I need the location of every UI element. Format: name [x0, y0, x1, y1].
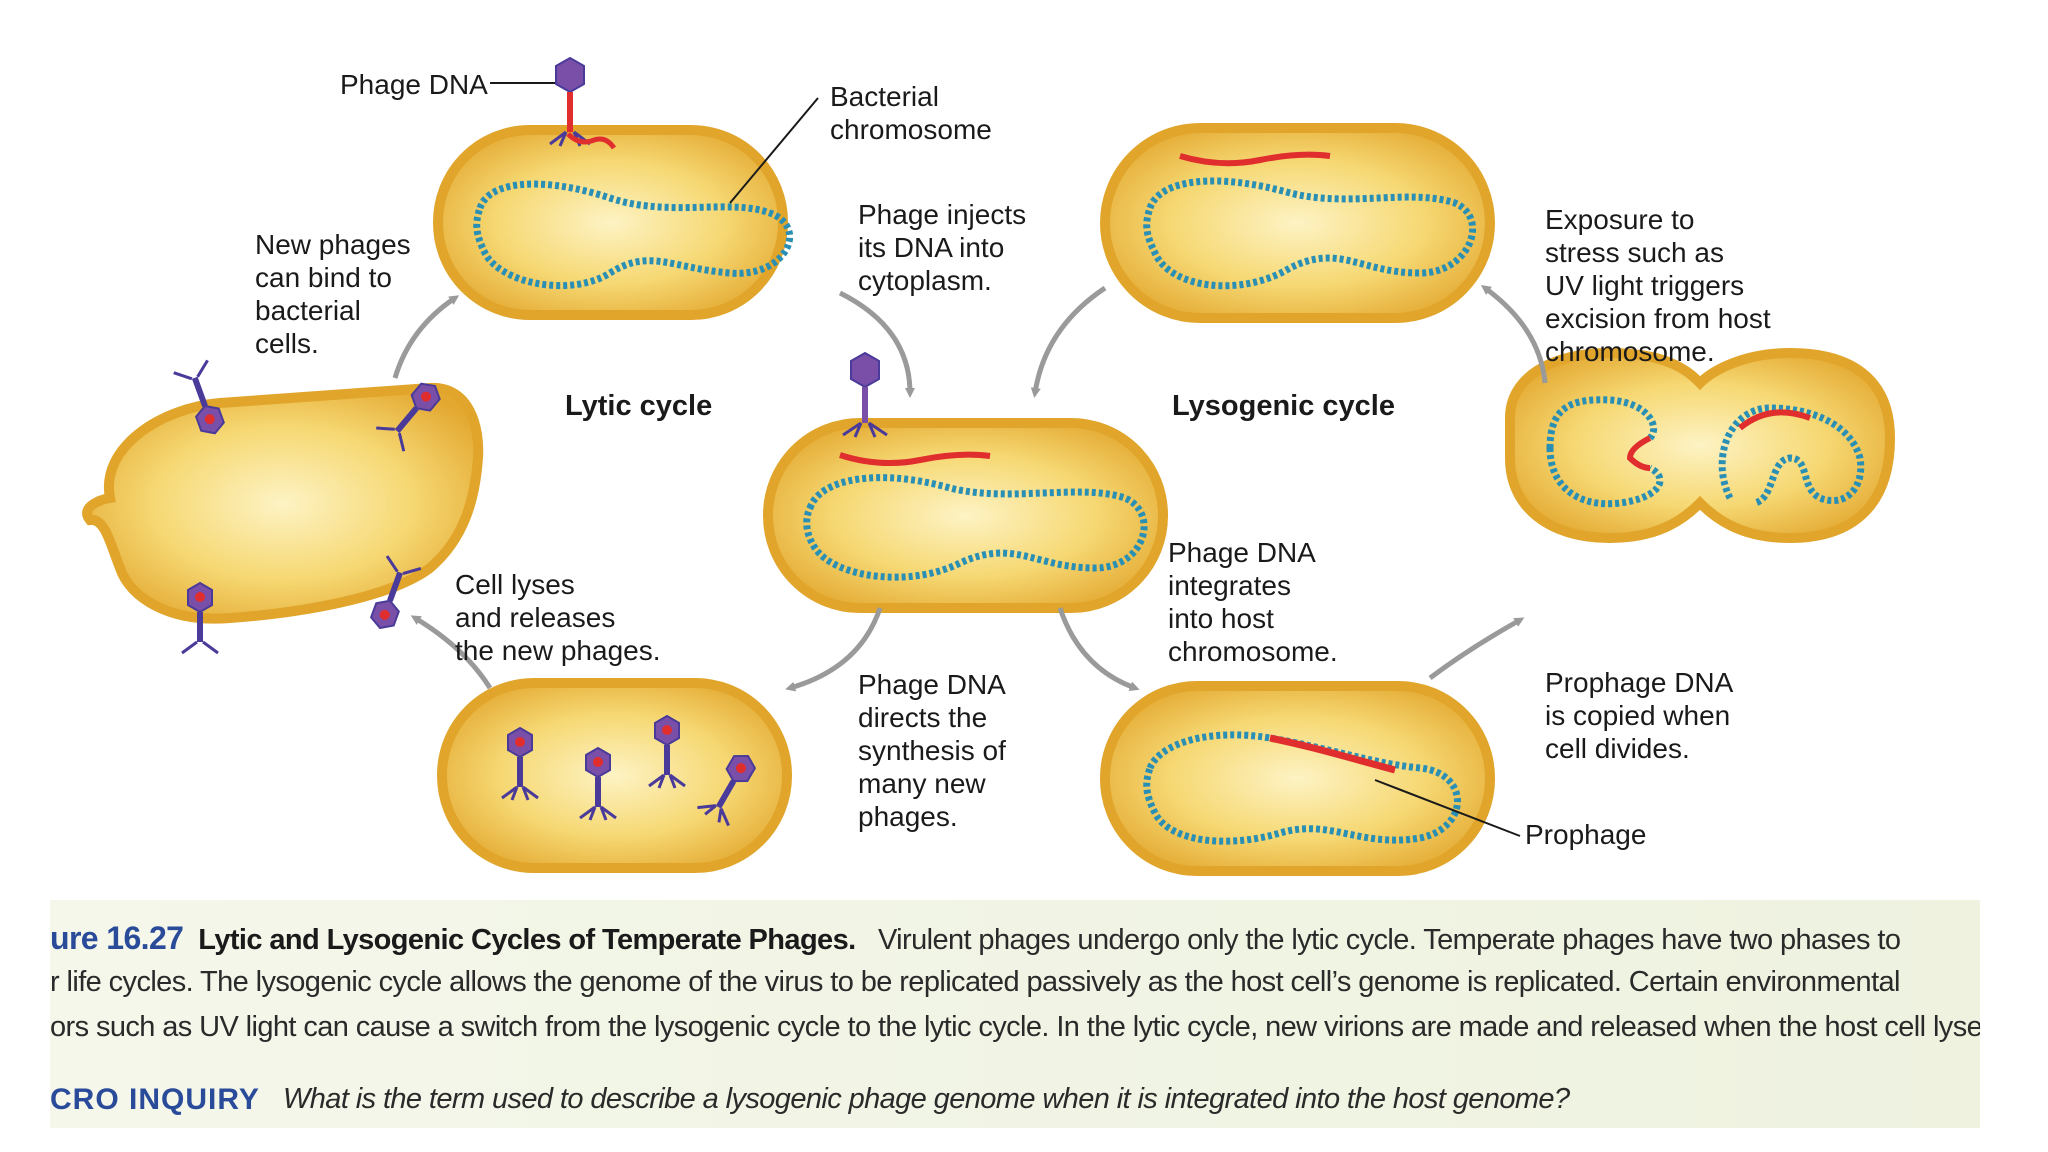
caption-line-1: ure 16.27 Lytic and Lysogenic Cycles of …: [50, 920, 1901, 957]
figure-number: ure 16.27: [50, 920, 184, 956]
phage-cycle-diagram: [82, 56, 1896, 876]
bacterial-chromosome-dna: [1143, 177, 1476, 290]
caption-line-3: ors such as UV light can cause a switch …: [50, 1011, 1980, 1043]
arrow-bind: [392, 295, 460, 379]
phage-dna-strand: [1738, 409, 1812, 431]
bacterial-chromosome-dna: [1143, 731, 1461, 845]
phage-icon: [697, 754, 757, 827]
arrow-inject: [838, 290, 915, 398]
phage-dna-integrates-label: Phage DNA integrates into host chromosom…: [1168, 537, 1338, 667]
exposure-stress-label: Exposure to stress such as UV light trig…: [1545, 204, 1771, 367]
lysed-bacterial-cell: [82, 359, 484, 655]
phage-icon: [842, 351, 888, 438]
arrow-excision: [1480, 285, 1548, 384]
figure-caption: ure 16.27 Lytic and Lysogenic Cycles of …: [50, 900, 1980, 1128]
bacterial-chromosome-dna: [803, 474, 1148, 581]
figure-page: Phage DNA Bacterial chromosome Phage inj…: [50, 28, 1980, 1128]
prophage-dna-strand: [1269, 734, 1396, 774]
caption-line-2: r life cycles. The lysogenic cycle allow…: [50, 966, 1901, 998]
bacterial-chromosome-label: Bacterial chromosome: [830, 81, 992, 145]
bacterial-cell-new-phages: [437, 678, 792, 873]
figure-title: Lytic and Lysogenic Cycles of Temperate …: [198, 924, 856, 956]
bacterial-cell-infected: [433, 56, 793, 320]
prophage-label: Prophage: [1525, 819, 1647, 850]
phage-icon: [376, 382, 441, 452]
bacterial-chromosome-dna: [473, 180, 793, 290]
cell-lyses-label: Cell lyses and releases the new phages.: [455, 569, 661, 666]
caption-text-1: Virulent phages undergo only the lytic c…: [877, 924, 1901, 956]
phage-dna-strand: [1626, 435, 1652, 471]
phage-icon: [648, 714, 686, 789]
bacterial-cell-prophage: [1100, 681, 1521, 876]
inquiry-label: CRO INQUIRY: [50, 1083, 260, 1116]
inquiry-question: What is the term used to describe a lyso…: [283, 1083, 1570, 1115]
phage-icon: [549, 56, 617, 150]
prophage-copied-label: Prophage DNA is copied when cell divides…: [1545, 667, 1734, 764]
phage-injects-label: Phage injects its DNA into cytoplasm.: [858, 199, 1027, 296]
phage-icon: [501, 726, 539, 801]
arrow-divide: [1428, 617, 1525, 681]
phage-icon: [181, 581, 219, 655]
arrow-to-prophage: [1057, 607, 1140, 691]
arrow-lyses: [410, 615, 493, 690]
bacterial-chromosome-dna: [1718, 404, 1865, 507]
cycle-arrows: [392, 285, 1548, 692]
bacterial-cell-dividing: [1505, 347, 1896, 544]
arrow-lytic-top: [1030, 285, 1107, 398]
phage-dna-strand: [839, 451, 991, 467]
phage-icon: [369, 555, 422, 630]
lysogenic-cycle-title: Lysogenic cycle: [1172, 390, 1395, 422]
lytic-cycle-title: Lytic cycle: [565, 390, 713, 422]
bacterial-cell-center: [763, 351, 1168, 613]
phage-icon: [173, 359, 225, 435]
arrow-to-synthesis: [785, 607, 883, 692]
phage-dna-directs-label: Phage DNA directs the synthesis of many …: [858, 669, 1006, 832]
phage-dna-strand: [1179, 151, 1331, 167]
phage-dna-label: Phage DNA: [340, 69, 488, 100]
bacterial-cell-lysogenic-top: [1100, 123, 1495, 323]
bacterial-chromosome-dna: [1546, 396, 1664, 508]
new-phages-bind-label: New phages can bind to bacterial cells.: [255, 229, 411, 359]
phage-icon: [579, 746, 617, 821]
